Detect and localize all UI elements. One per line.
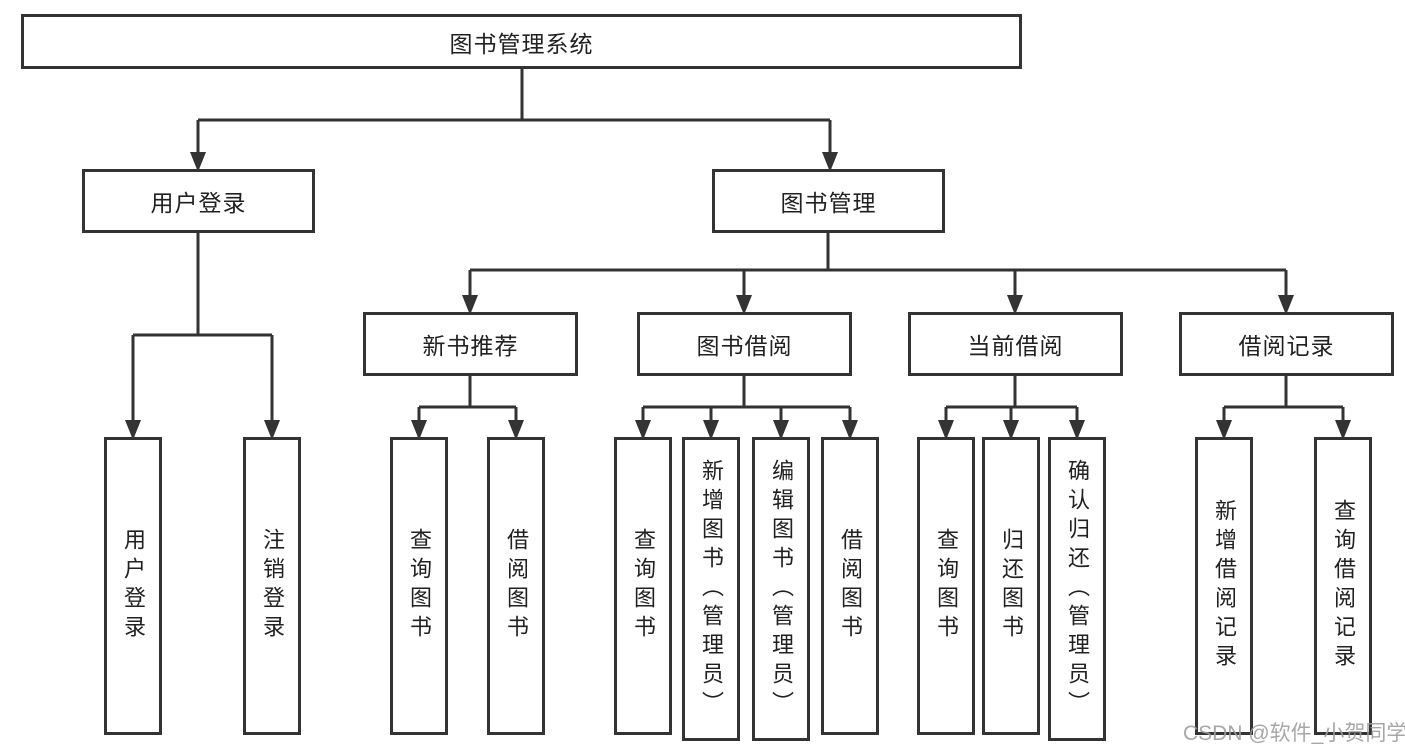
leaf-add-books-admin: 新增图书（管理员） bbox=[682, 437, 740, 741]
node-label: 用户登录 bbox=[121, 528, 146, 644]
node-label: 借阅记录 bbox=[1238, 333, 1335, 359]
node-label: 新书推荐 bbox=[422, 333, 519, 359]
node-label: 查询图书 bbox=[407, 528, 432, 644]
node-label: 查询图书 bbox=[631, 528, 656, 644]
node-book-borrow: 图书借阅 bbox=[637, 312, 852, 376]
node-label: 用户登录 bbox=[150, 190, 247, 216]
node-current-borrow: 当前借阅 bbox=[908, 312, 1123, 376]
node-book-management: 图书管理 bbox=[712, 169, 945, 233]
leaf-query-books-recommend: 查询图书 bbox=[390, 437, 448, 735]
leaf-edit-books-admin: 编辑图书（管理员） bbox=[752, 437, 810, 741]
leaf-query-books-current: 查询图书 bbox=[917, 437, 975, 735]
node-library-management-system: 图书管理系统 bbox=[21, 14, 1022, 69]
node-borrow-records: 借阅记录 bbox=[1179, 312, 1394, 376]
connector-book-management-to-level3 bbox=[462, 233, 1294, 315]
connector-current-borrow-to-leaves bbox=[938, 376, 1085, 440]
leaf-borrow-books-recommend: 借阅图书 bbox=[487, 437, 545, 735]
connector-root-to-level2 bbox=[190, 69, 838, 172]
leaf-confirm-return-admin: 确认归还（管理员） bbox=[1048, 437, 1106, 741]
connector-borrow-record-to-leaves bbox=[1216, 376, 1351, 440]
node-label: 注销登录 bbox=[260, 528, 285, 644]
node-new-book-recommend: 新书推荐 bbox=[363, 312, 578, 376]
leaf-add-borrow-record: 新增借阅记录 bbox=[1195, 437, 1253, 735]
node-label: 图书管理系统 bbox=[449, 30, 594, 57]
connector-user-login-to-leaves bbox=[125, 233, 280, 440]
node-label: 确认归还（管理员） bbox=[1065, 458, 1090, 720]
node-label: 借阅图书 bbox=[504, 528, 529, 644]
node-label: 图书管理 bbox=[780, 190, 877, 216]
connector-new-book-to-leaves bbox=[411, 376, 524, 440]
node-label: 查询借阅记录 bbox=[1331, 499, 1356, 673]
leaf-return-books: 归还图书 bbox=[982, 437, 1040, 735]
node-label: 查询图书 bbox=[934, 528, 959, 644]
node-label: 编辑图书（管理员） bbox=[769, 458, 794, 720]
node-label: 借阅图书 bbox=[838, 528, 863, 644]
leaf-borrow-books: 借阅图书 bbox=[821, 437, 879, 735]
leaf-user-login: 用户登录 bbox=[104, 437, 162, 735]
node-label: 当前借阅 bbox=[967, 333, 1064, 359]
node-label: 图书借阅 bbox=[696, 333, 793, 359]
leaf-logout: 注销登录 bbox=[243, 437, 301, 735]
csdn-watermark: CSDN @软件_小贺同学 bbox=[1183, 722, 1405, 745]
leaf-query-borrow-record: 查询借阅记录 bbox=[1314, 437, 1372, 735]
node-label: 新增图书（管理员） bbox=[699, 458, 724, 720]
connector-book-borrow-to-leaves bbox=[635, 376, 858, 440]
node-user-login: 用户登录 bbox=[82, 169, 315, 233]
leaf-query-books-borrow: 查询图书 bbox=[614, 437, 672, 735]
node-label: 归还图书 bbox=[999, 528, 1024, 644]
node-label: 新增借阅记录 bbox=[1212, 499, 1237, 673]
